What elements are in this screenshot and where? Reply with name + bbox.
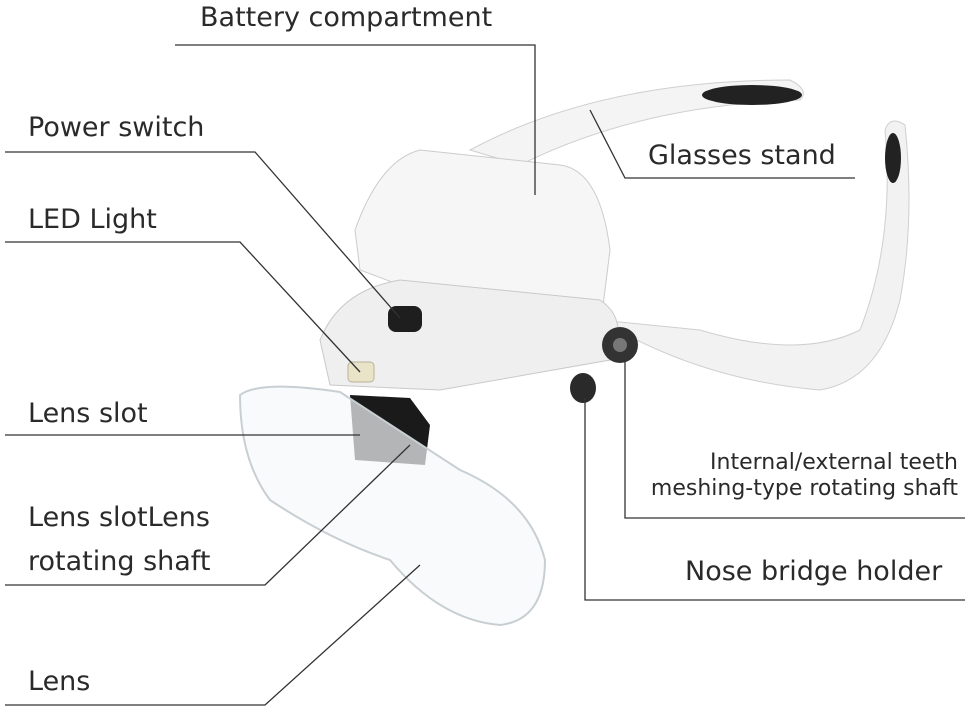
label-battery-compartment: Battery compartment [200,2,493,33]
label-power-switch: Power switch [28,112,205,143]
power-switch-button [388,306,422,332]
lens-callout-line [5,564,421,706]
label-lens-slot: Lens slot [28,398,148,429]
label-lens: Lens [28,666,91,697]
power-callout-line [5,151,401,319]
label-lens-slot-rotating-shaft: Lens slotLens rotating shaft [28,496,210,584]
lens-slot-shaft-callout-line [5,444,411,586]
label-glasses-stand: Glasses stand [648,140,836,171]
label-teeth-shaft-line2: meshing-type rotating shaft [650,476,958,502]
label-led-light: LED Light [28,204,157,235]
callout-lines [5,44,965,706]
led-callout-line [5,241,361,373]
teeth-shaft-callout-line [624,360,965,519]
nose-bridge-callout-line [584,398,965,601]
label-nose-bridge-holder: Nose bridge holder [685,556,943,587]
label-teeth-shaft-line1: Internal/external teeth [710,450,958,475]
temple-pad [702,85,802,105]
label-lens-slot-shaft-line2: rotating shaft [28,546,211,577]
battery-callout-line [175,44,536,195]
led-light [347,361,375,383]
label-teeth-shaft: Internal/external teeth meshing-type rot… [651,450,958,503]
magnifier-lens [238,385,547,627]
nose-bridge-knob [570,373,596,403]
label-lens-slot-shaft-line1: Lens slotLens [28,502,210,533]
temple-pad-right [885,133,901,183]
glasses-stand-right-arm [599,120,910,391]
glasses-stand-callout-line [589,109,855,179]
